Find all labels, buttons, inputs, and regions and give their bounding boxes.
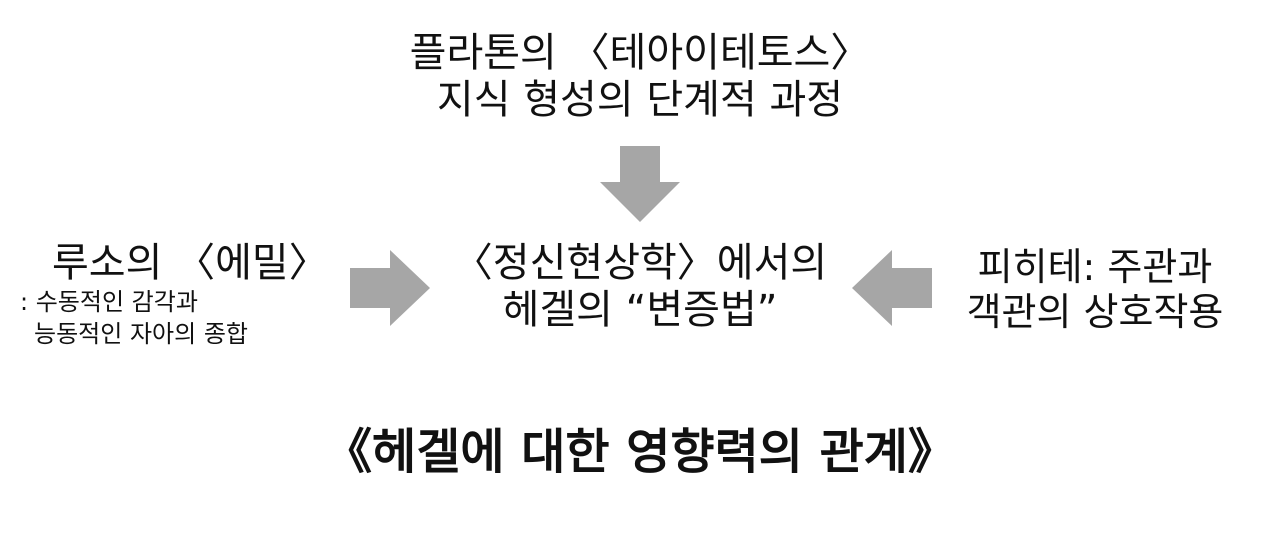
diagram-caption: 《헤겔에 대한 영향력의 관계》 bbox=[324, 424, 956, 480]
down-arrow-shape bbox=[600, 146, 680, 222]
hegel-description: 헤겔의 “변증법” bbox=[502, 287, 778, 334]
plato-description: 지식 형성의 단계적 과정 bbox=[436, 77, 844, 124]
rousseau-note-line1: : 수동적인 감각과 bbox=[20, 288, 198, 316]
hegel-title: 〈정신현상학〉에서의 bbox=[452, 240, 828, 286]
plato-title: 플라톤의 〈테아이테토스〉 bbox=[409, 30, 871, 76]
left-arrow-shape bbox=[852, 250, 932, 326]
rousseau-title: 루소의 〈에밀〉 bbox=[52, 240, 329, 286]
fichte-source-node: 피히테: 주관과 객관의 상호작용 bbox=[930, 245, 1260, 335]
rousseau-source-node: 루소의 〈에밀〉 : 수동적인 감각과 능동적인 자아의 종합 bbox=[20, 240, 340, 351]
plato-source-node: 플라톤의 〈테아이테토스〉 지식 형성의 단계적 과정 bbox=[340, 30, 940, 124]
rousseau-note-line2: 능동적인 자아의 종합 bbox=[34, 320, 248, 349]
fichte-title: 피히테: 주관과 bbox=[977, 245, 1213, 289]
down-arrow-icon bbox=[600, 146, 680, 222]
left-arrow-icon bbox=[852, 250, 932, 326]
fichte-description: 객관의 상호작용 bbox=[966, 289, 1224, 334]
right-arrow-shape bbox=[350, 250, 430, 326]
hegel-central-node: 〈정신현상학〉에서의 헤겔의 “변증법” bbox=[430, 240, 850, 334]
right-arrow-icon bbox=[350, 250, 430, 326]
